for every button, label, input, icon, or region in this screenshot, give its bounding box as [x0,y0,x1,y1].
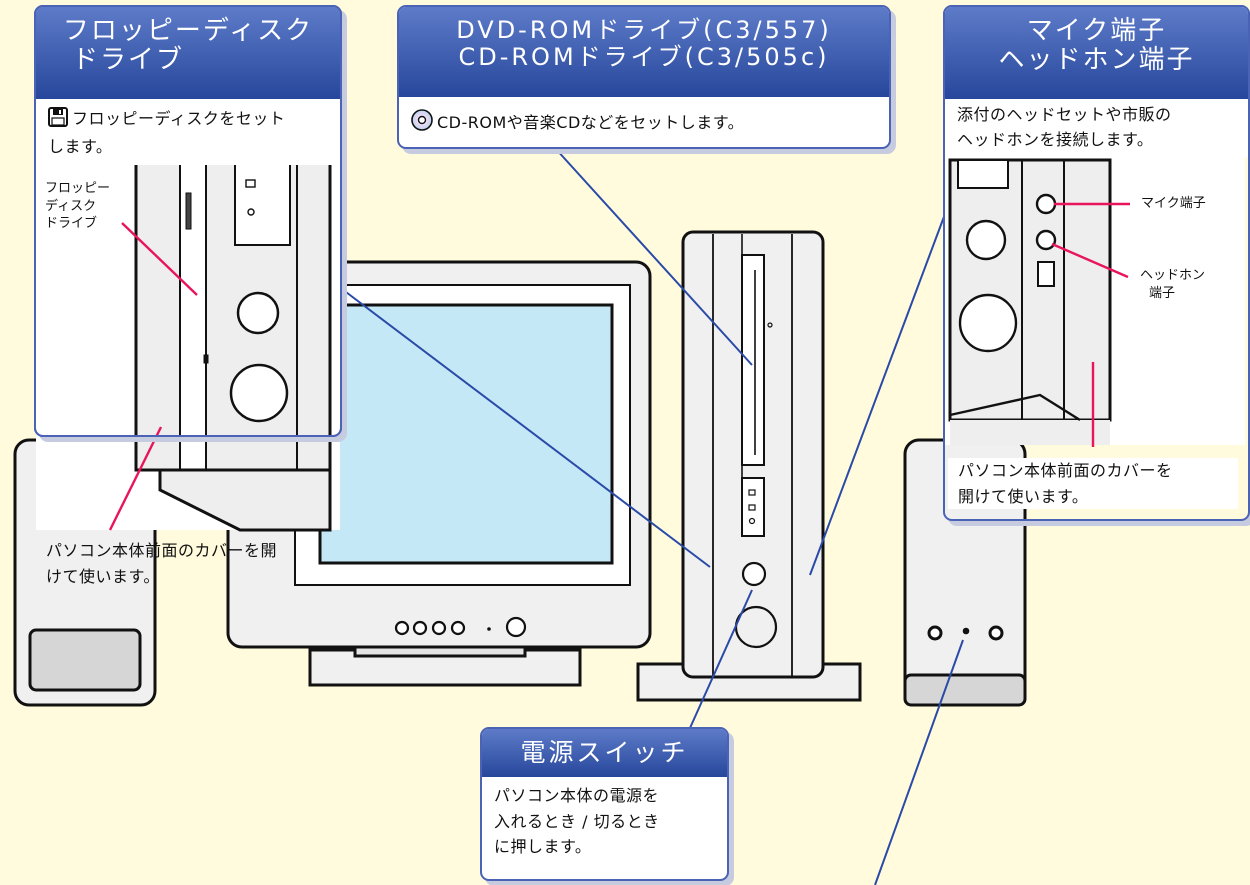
floppy-drive-callout: フロッピーディスク ドライブ フロッピーディスクをセット します。 [34,5,342,437]
jack-desc: 添付のヘッドセットや市販の ヘッドホンを接続します。 [945,99,1248,157]
mic-jack-label: マイク端子 [1141,196,1206,211]
floppy-title-line1: フロッピーディスク [62,16,314,46]
floppy-note-line2: けて使います。 [46,566,160,586]
floppy-desc-line2: します。 [48,136,113,156]
dvd-desc: CD-ROMや音楽CDなどをセットします。 [399,97,889,147]
jack-cover-note: パソコン本体前面のカバーを 開けて使います。 [948,458,1238,510]
floppy-desc-line1: フロッピーディスクをセット [72,109,286,128]
dvd-drive-title: DVD-ROMドライブ(C3/557) CD-ROMドライブ(C3/505c) [399,7,889,97]
floppy-cover-note: パソコン本体前面のカバーを開 けて使います。 [46,538,277,589]
power-desc-line2: 入れるとき / 切るとき [494,811,660,831]
floppy-disk-icon [48,107,68,135]
floppy-drive-label: フロッピー ディスク ドライブ [45,180,110,233]
floppy-label-line1: フロッピー [45,181,111,196]
floppy-drive-title: フロッピーディスク ドライブ [36,7,340,99]
jack-desc-line1: 添付のヘッドセットや市販の [957,105,1172,124]
jack-title-line1: マイク端子 [1026,16,1167,46]
dvd-title-line1: DVD-ROMドライブ(C3/557) [456,16,832,44]
floppy-label-line2: ディスク [45,198,97,214]
tower [636,230,862,702]
leader-lines [337,147,964,885]
jack-desc-line2: ヘッドホンを接続します。 [957,129,1154,149]
jack-note-line2: 開けて使います。 [958,486,1089,506]
floppy-note-line1: パソコン本体前面のカバーを開 [46,541,278,560]
dvd-desc-text: CD-ROMや音楽CDなどをセットします。 [437,113,745,132]
power-switch-title: 電源スイッチ [482,729,727,777]
floppy-desc: フロッピーディスクをセット します。 [36,99,340,165]
floppy-title-line2: ドライブ [72,45,185,76]
headphone-jack-label: ヘッドホン 端子 [1140,267,1205,302]
jack-zoom [945,155,1245,447]
jack-note-line1: パソコン本体前面のカバーを [958,461,1173,480]
power-desc-line1: パソコン本体の電源を [494,786,660,805]
power-switch-callout: 電源スイッチ パソコン本体の電源を 入れるとき / 切るとき に押します。 [480,727,729,881]
power-desc: パソコン本体の電源を 入れるとき / 切るとき に押します。 [482,777,727,868]
power-desc-line3: に押します。 [494,837,592,857]
cd-disc-icon [411,109,433,139]
hp-label-line1: ヘッドホン [1140,268,1206,283]
dvd-drive-callout: DVD-ROMドライブ(C3/557) CD-ROMドライブ(C3/505c) … [397,5,891,149]
floppy-label-line3: ドライブ [45,216,98,232]
hp-label-line2: 端子 [1149,285,1176,301]
floppy-zoom [36,148,340,532]
jack-title: マイク端子 ヘッドホン端子 [945,7,1248,99]
jack-callout: マイク端子 ヘッドホン端子 添付のヘッドセットや市販の ヘッドホンを接続します。 [943,5,1250,157]
dvd-title-line2: CD-ROMドライブ(C3/505c) [458,42,830,71]
jack-title-line2: ヘッドホン端子 [998,45,1195,76]
